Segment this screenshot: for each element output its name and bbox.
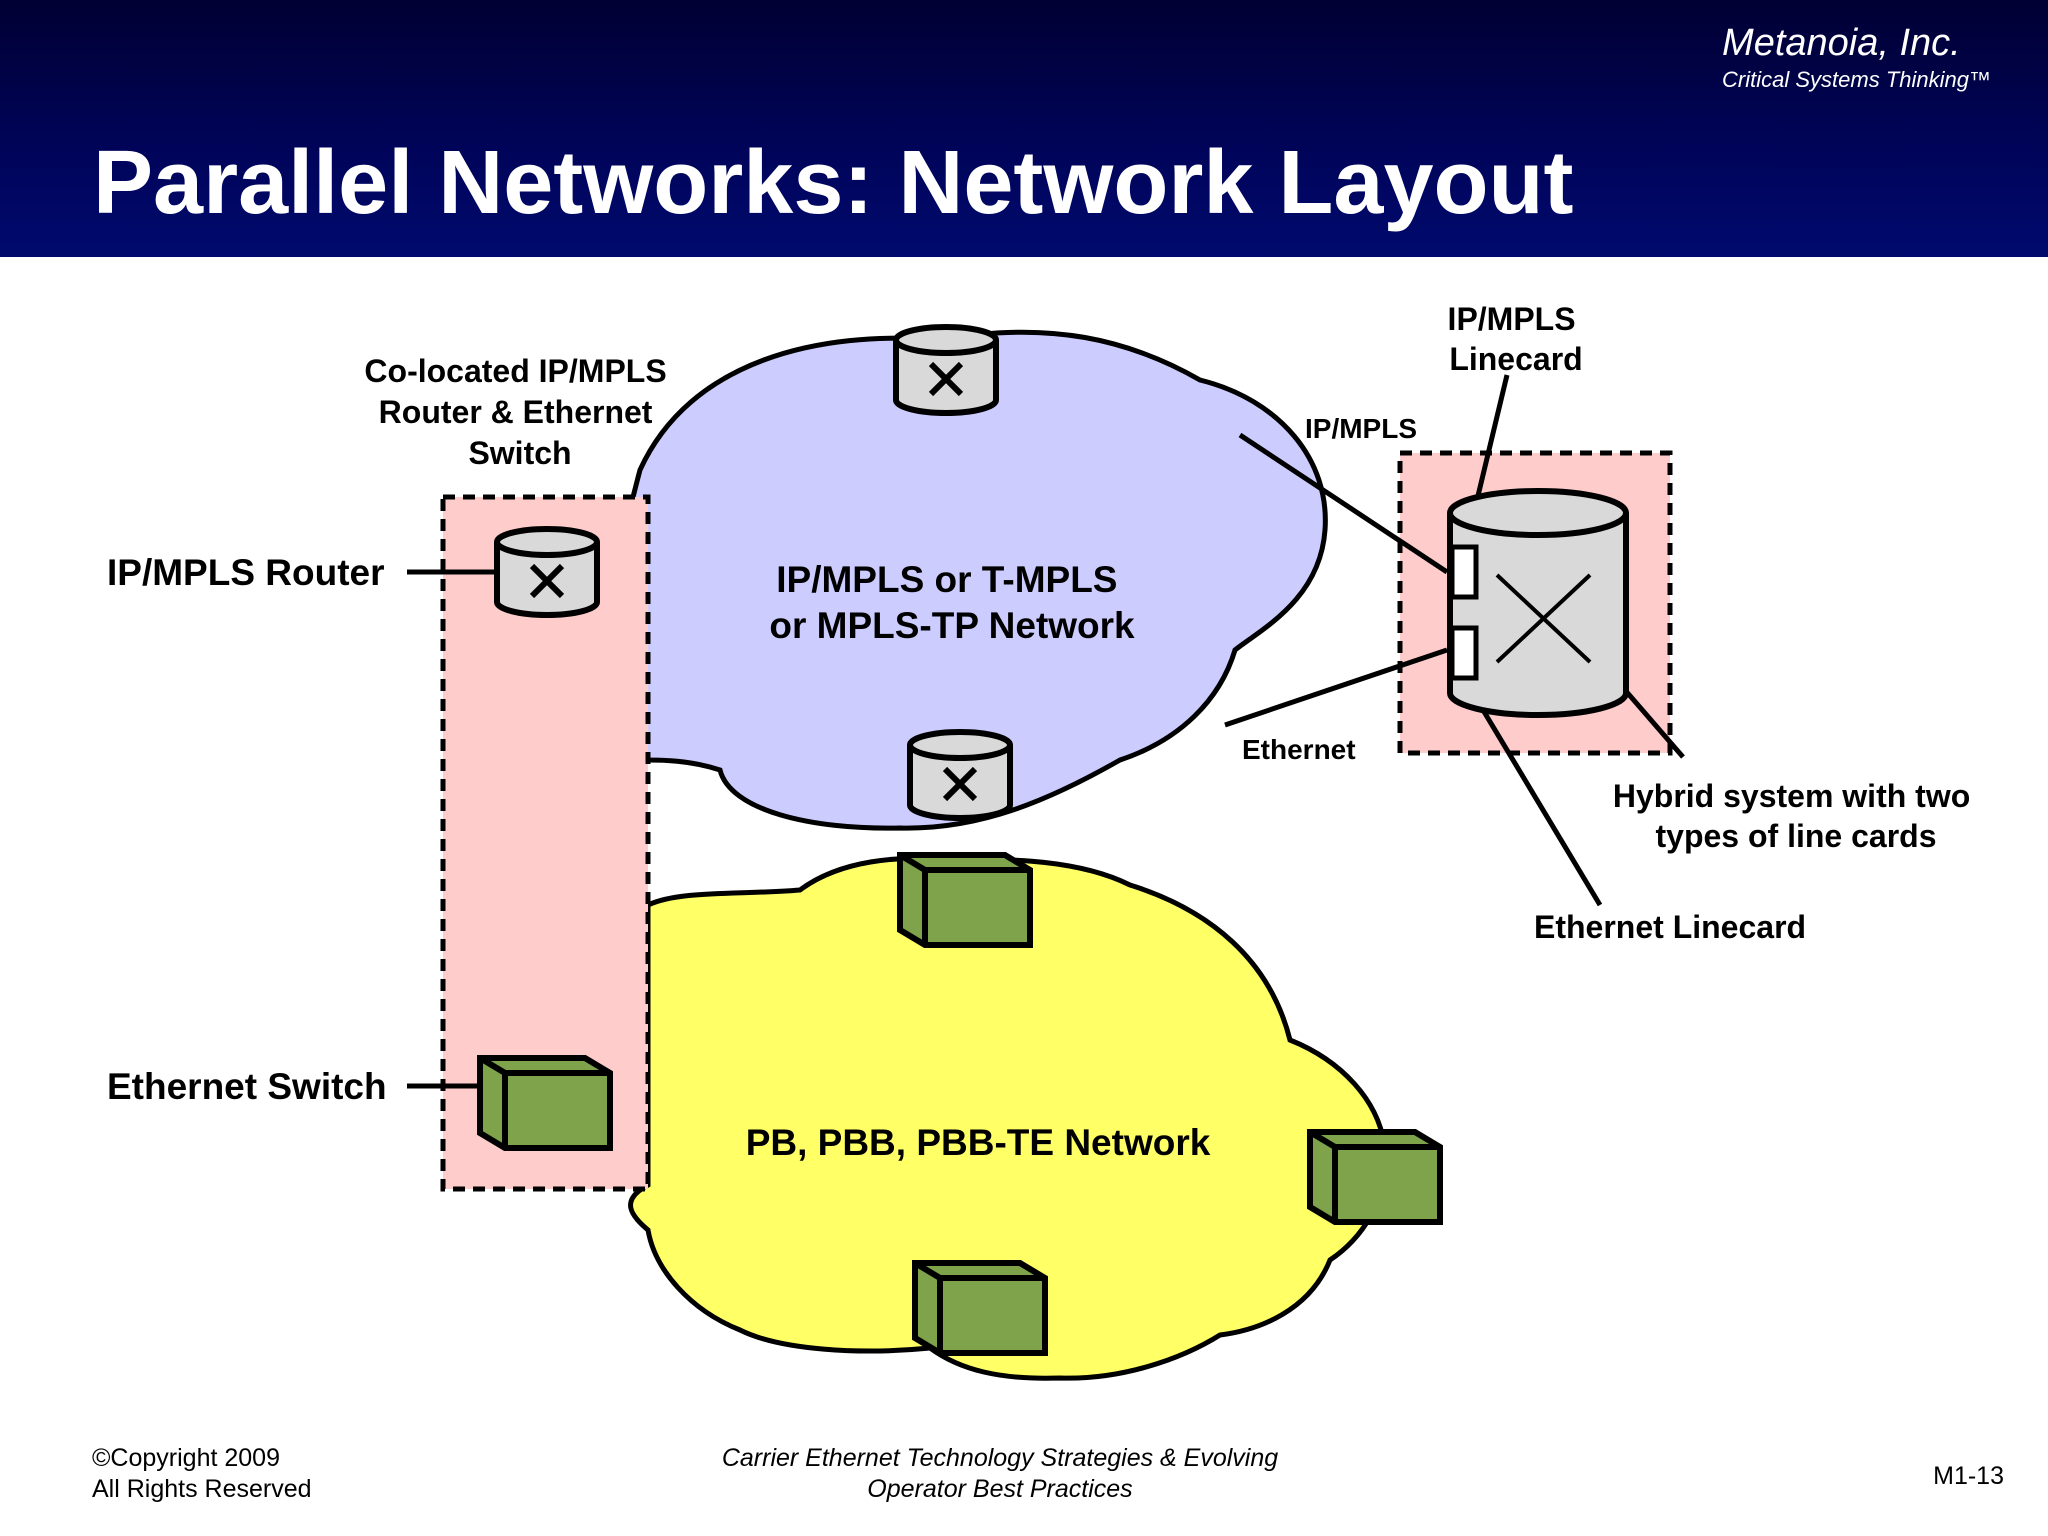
company-tagline: Critical Systems Thinking™ xyxy=(1722,67,1991,92)
switch-label: Ethernet Switch xyxy=(107,1066,387,1107)
ipmpls-link-label: IP/MPLS xyxy=(1305,413,1417,444)
switch-icon xyxy=(1310,1132,1440,1222)
slide-title: Parallel Networks: Network Layout xyxy=(93,133,1574,233)
ipmpls-linecard-label: IP/MPLS Linecard xyxy=(1448,301,1585,377)
mpls-cloud xyxy=(604,329,1328,831)
hybrid-label: Hybrid system with two types of line car… xyxy=(1613,778,1979,854)
hybrid-pointer xyxy=(1623,688,1685,759)
router-icon xyxy=(497,529,597,615)
copyright-notice: ©Copyright 2009 All Rights Reserved xyxy=(92,1443,312,1505)
copyright-line: ©Copyright 2009 xyxy=(92,1444,280,1472)
slide-number: M1-13 xyxy=(1933,1462,2004,1490)
company-name: Metanoia, Inc. xyxy=(1722,22,1961,64)
rights-line: All Rights Reserved xyxy=(92,1475,312,1503)
router-icon xyxy=(896,327,996,413)
ethernet-link-line xyxy=(1224,647,1448,728)
course-title: Carrier Ethernet Technology Strategies &… xyxy=(660,1443,1340,1505)
ethernet-linecard-port xyxy=(1449,625,1479,681)
colocated-label: Co-located IP/MPLS Router & Ethernet Swi… xyxy=(364,353,675,471)
ethernet-linecard-label: Ethernet Linecard xyxy=(1534,909,1806,945)
switch-icon xyxy=(900,855,1030,945)
ethernet-network-label: PB, PBB, PBB-TE Network xyxy=(746,1122,1211,1163)
ipmpls-link-line xyxy=(1238,432,1449,575)
router-icon xyxy=(910,732,1010,818)
mpls-network-label: IP/MPLS or T-MPLS or MPLS-TP Network xyxy=(769,559,1135,646)
switch-icon xyxy=(915,1263,1045,1353)
ipmpls-linecard-port xyxy=(1449,544,1479,600)
router-label: IP/MPLS Router xyxy=(107,552,385,593)
company-block: Metanoia, Inc. Critical Systems Thinking… xyxy=(1722,20,1991,94)
ethernet-link-label: Ethernet xyxy=(1242,734,1356,765)
hybrid-router-icon xyxy=(1447,488,1629,718)
course-line-1: Carrier Ethernet Technology Strategies &… xyxy=(721,1444,1279,1472)
header-bar: Metanoia, Inc. Critical Systems Thinking… xyxy=(0,0,2048,257)
ethernet-linecard-pointer xyxy=(1462,678,1603,907)
course-line-2: Operator Best Practices xyxy=(867,1475,1133,1503)
switch-icon xyxy=(480,1058,610,1148)
